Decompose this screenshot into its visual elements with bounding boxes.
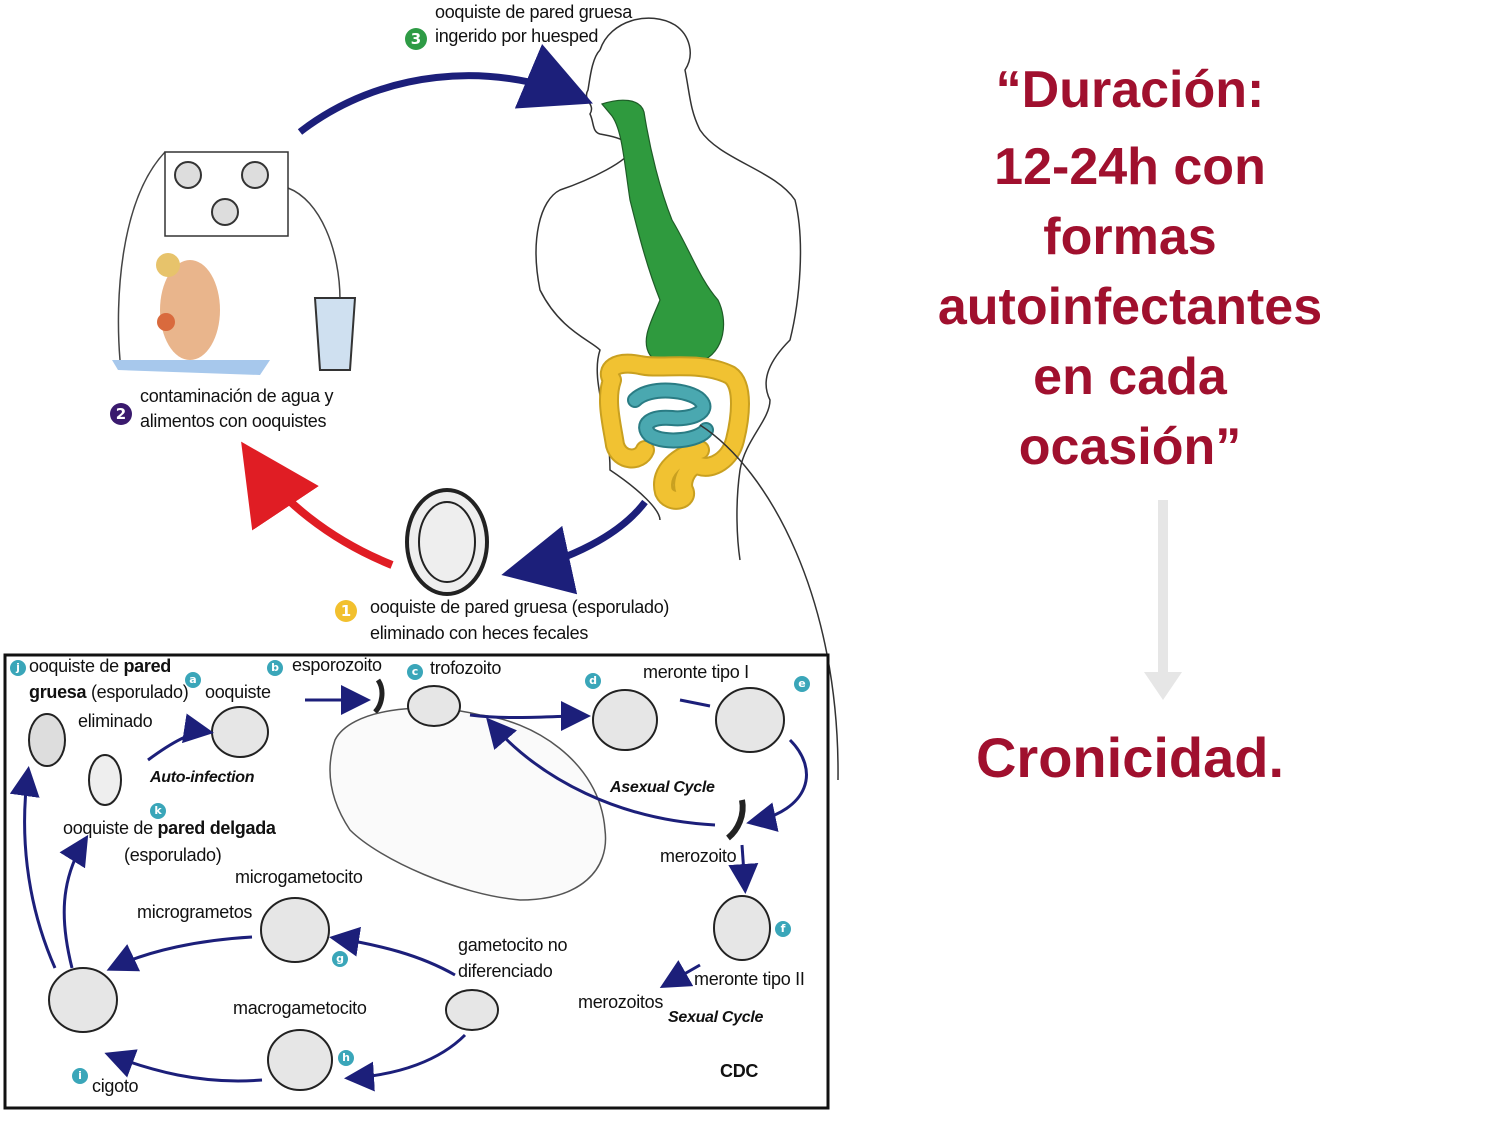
gametocyte-label-line1: gametocito no — [458, 935, 568, 955]
c-label: trofozoito — [430, 658, 502, 678]
oocyst-j — [28, 713, 66, 767]
arrow-to-environment — [241, 441, 394, 569]
stage-letter-d: d — [585, 673, 601, 689]
trophozoite-c — [407, 685, 461, 727]
j-label-line3: eliminado — [78, 711, 153, 731]
auto-infection-label: Auto-infection — [150, 769, 255, 786]
step3-badge: 3 — [405, 28, 427, 50]
meront-type-i-d — [592, 689, 658, 751]
esophagus-stomach — [600, 99, 725, 368]
swimmer-child-head — [157, 313, 175, 331]
undifferentiated-gametocyte — [445, 989, 499, 1031]
merozoitos-label: merozoitos — [578, 992, 664, 1012]
d-label: meronte tipo I — [643, 662, 749, 682]
step3-label-line2: ingerido por huesped — [435, 26, 599, 46]
step2-badge: 2 — [110, 403, 132, 425]
step2-label-line2: alimentos con ooquistes — [140, 411, 327, 431]
stage-letter-h: h — [338, 1050, 354, 1066]
colon-fill — [601, 355, 748, 508]
meront-type-i-e — [715, 687, 785, 753]
water-glass — [313, 297, 357, 371]
k-label-line2: (esporulado) — [124, 845, 222, 865]
stage-letter-f: f — [775, 921, 791, 937]
oocyst-k — [88, 754, 122, 806]
asexual-cycle-label: Asexual Cycle — [610, 779, 715, 796]
k-label-line1: ooquiste de pared delgada — [63, 818, 276, 838]
duration-body-line5: ocasión” — [1018, 418, 1242, 476]
microgametocito-label: microgametocito — [235, 867, 363, 887]
small-intestine-fill — [629, 384, 712, 447]
step2-label-line1: contaminación de agua y — [140, 386, 334, 406]
j-label-line2: gruesa (esporulado) — [29, 682, 189, 702]
macrogametocito-label: macrogametocito — [233, 998, 367, 1018]
step1-badge: 1 — [335, 600, 357, 622]
cryptosporidium-life-cycle-diagram: ooquiste de pared gruesa ingerido por hu… — [3, 2, 839, 1110]
b-label: esporozoito — [292, 655, 382, 675]
meronte-tipo-ii-label: meronte tipo II — [694, 969, 805, 989]
stage-letter-j: j — [10, 660, 26, 676]
thick-walled-oocyst-inner — [418, 501, 476, 583]
down-arrow — [1144, 500, 1182, 700]
oocyst-sample-1 — [174, 161, 202, 189]
duration-body-line4: en cada — [1033, 348, 1227, 406]
zygote-i — [48, 967, 118, 1033]
sporozoite-b — [373, 678, 385, 714]
duration-body-line1: 12-24h con — [994, 138, 1266, 196]
stage-letter-e: e — [794, 676, 810, 692]
stage-letter-b: b — [267, 660, 283, 676]
a-label: ooquiste — [205, 682, 271, 702]
microgrametos-label: microgrametos — [137, 902, 253, 922]
j-label-line1: ooquiste de pared — [29, 656, 172, 676]
thick-walled-oocyst — [405, 488, 489, 596]
microgametocyte-g — [260, 897, 330, 963]
swimmer-adult-head — [156, 253, 180, 277]
oocyst-a — [211, 706, 269, 758]
step1-label-line2: eliminado con heces fecales — [370, 623, 589, 643]
duration-heading: “Duración: — [995, 61, 1265, 119]
arrow-to-host — [297, 43, 593, 135]
step1-label-line1: ooquiste de pared gruesa (esporulado) — [370, 597, 670, 617]
chronicity-conclusion: Cronicidad. — [975, 726, 1285, 789]
stage-letter-c: c — [407, 664, 423, 680]
sexual-cycle-label: Sexual Cycle — [668, 1009, 764, 1026]
step3-label-line1: ooquiste de pared gruesa — [435, 2, 632, 22]
cdc-credit: CDC — [720, 1061, 759, 1081]
stage-letter-a: a — [185, 672, 201, 688]
merozoito-label: merozoito — [660, 846, 737, 866]
diagram-graphics — [3, 17, 839, 1110]
zoom-connector-line — [699, 424, 839, 781]
oocyst-sample-3 — [211, 198, 239, 226]
duration-body: 12-24h con formas autoinfectantes en cad… — [900, 132, 1360, 482]
duration-body-line3: autoinfectantes — [937, 278, 1323, 336]
arrow-from-host — [501, 499, 648, 595]
merozoite-shape — [725, 799, 746, 841]
meront-type-ii-f — [713, 895, 771, 961]
cigoto-label: cigoto — [92, 1076, 139, 1096]
stage-letter-g: g — [332, 951, 348, 967]
oocyst-sample-2 — [241, 161, 269, 189]
duration-text-block: “Duración: 12-24h con formas autoinfecta… — [900, 60, 1360, 482]
gametocyte-label-line2: diferenciado — [458, 961, 553, 981]
stage-letter-k: k — [150, 803, 166, 819]
oocyst-box-connector — [117, 151, 341, 361]
stage-letter-i: i — [72, 1068, 88, 1084]
macrogametocyte-h — [267, 1029, 333, 1091]
swimmer-adult — [160, 260, 220, 360]
duration-body-line2: formas — [1043, 208, 1217, 266]
swimming-pool-water — [112, 360, 270, 375]
